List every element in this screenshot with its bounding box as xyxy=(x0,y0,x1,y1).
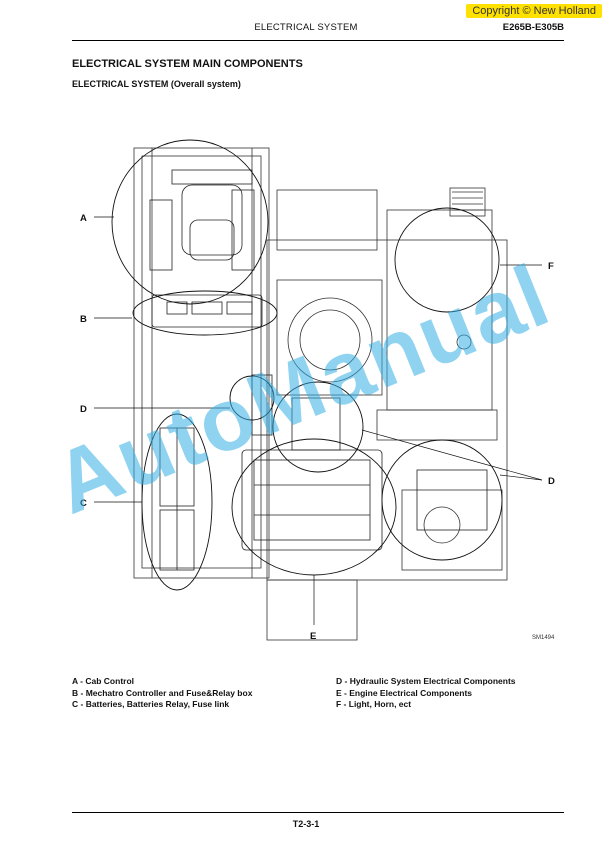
engine xyxy=(241,449,383,551)
callout-e: E xyxy=(310,631,316,642)
legend-item-a: A - Cab Control xyxy=(72,676,135,686)
copyright-badge: Copyright © New Holland xyxy=(466,4,602,18)
callout-d-left: D xyxy=(80,404,87,415)
hydraulic-components xyxy=(251,374,488,531)
batteries xyxy=(159,427,195,571)
legend-item-c: C - Batteries, Batteries Relay, Fuse lin… xyxy=(72,699,230,709)
leader-lines xyxy=(94,216,543,625)
legend-item-e: E - Engine Electrical Components xyxy=(336,687,473,698)
callout-d-right: D xyxy=(548,476,555,487)
header-rule xyxy=(72,40,564,41)
page-title: ELECTRICAL SYSTEM MAIN COMPONENTS xyxy=(72,58,303,70)
legend-right-column: D - Hydraulic System Electrical Componen… xyxy=(336,676,516,711)
footer-rule xyxy=(72,812,564,813)
cab-control-detail xyxy=(149,169,255,271)
electrical-system-figure: A B C D E F D SM1494 xyxy=(80,139,555,642)
header-model: E265B-E305B xyxy=(502,22,564,33)
legend-item-f: F - Light, Horn, ect xyxy=(336,699,412,709)
page-subtitle: ELECTRICAL SYSTEM (Overall system) xyxy=(72,79,241,89)
callout-circles xyxy=(111,139,503,591)
superstructure xyxy=(266,187,508,641)
figure-code: SM1494 xyxy=(532,635,555,641)
page-number: T2-3-1 xyxy=(292,819,320,829)
callout-a: A xyxy=(80,213,87,224)
cab-frame xyxy=(133,147,270,579)
legend-item-d: D - Hydraulic System Electrical Componen… xyxy=(336,676,516,686)
legend-left-column: A - Cab Control B - Mechatro Controller … xyxy=(72,676,252,711)
legend-item-b: B - Mechatro Controller and Fuse&Relay b… xyxy=(72,687,253,698)
callout-c: C xyxy=(80,498,87,509)
callout-f: F xyxy=(548,261,554,272)
controller-box xyxy=(151,294,263,328)
callout-b: B xyxy=(80,314,87,325)
header-section: ELECTRICAL SYSTEM xyxy=(254,22,358,33)
